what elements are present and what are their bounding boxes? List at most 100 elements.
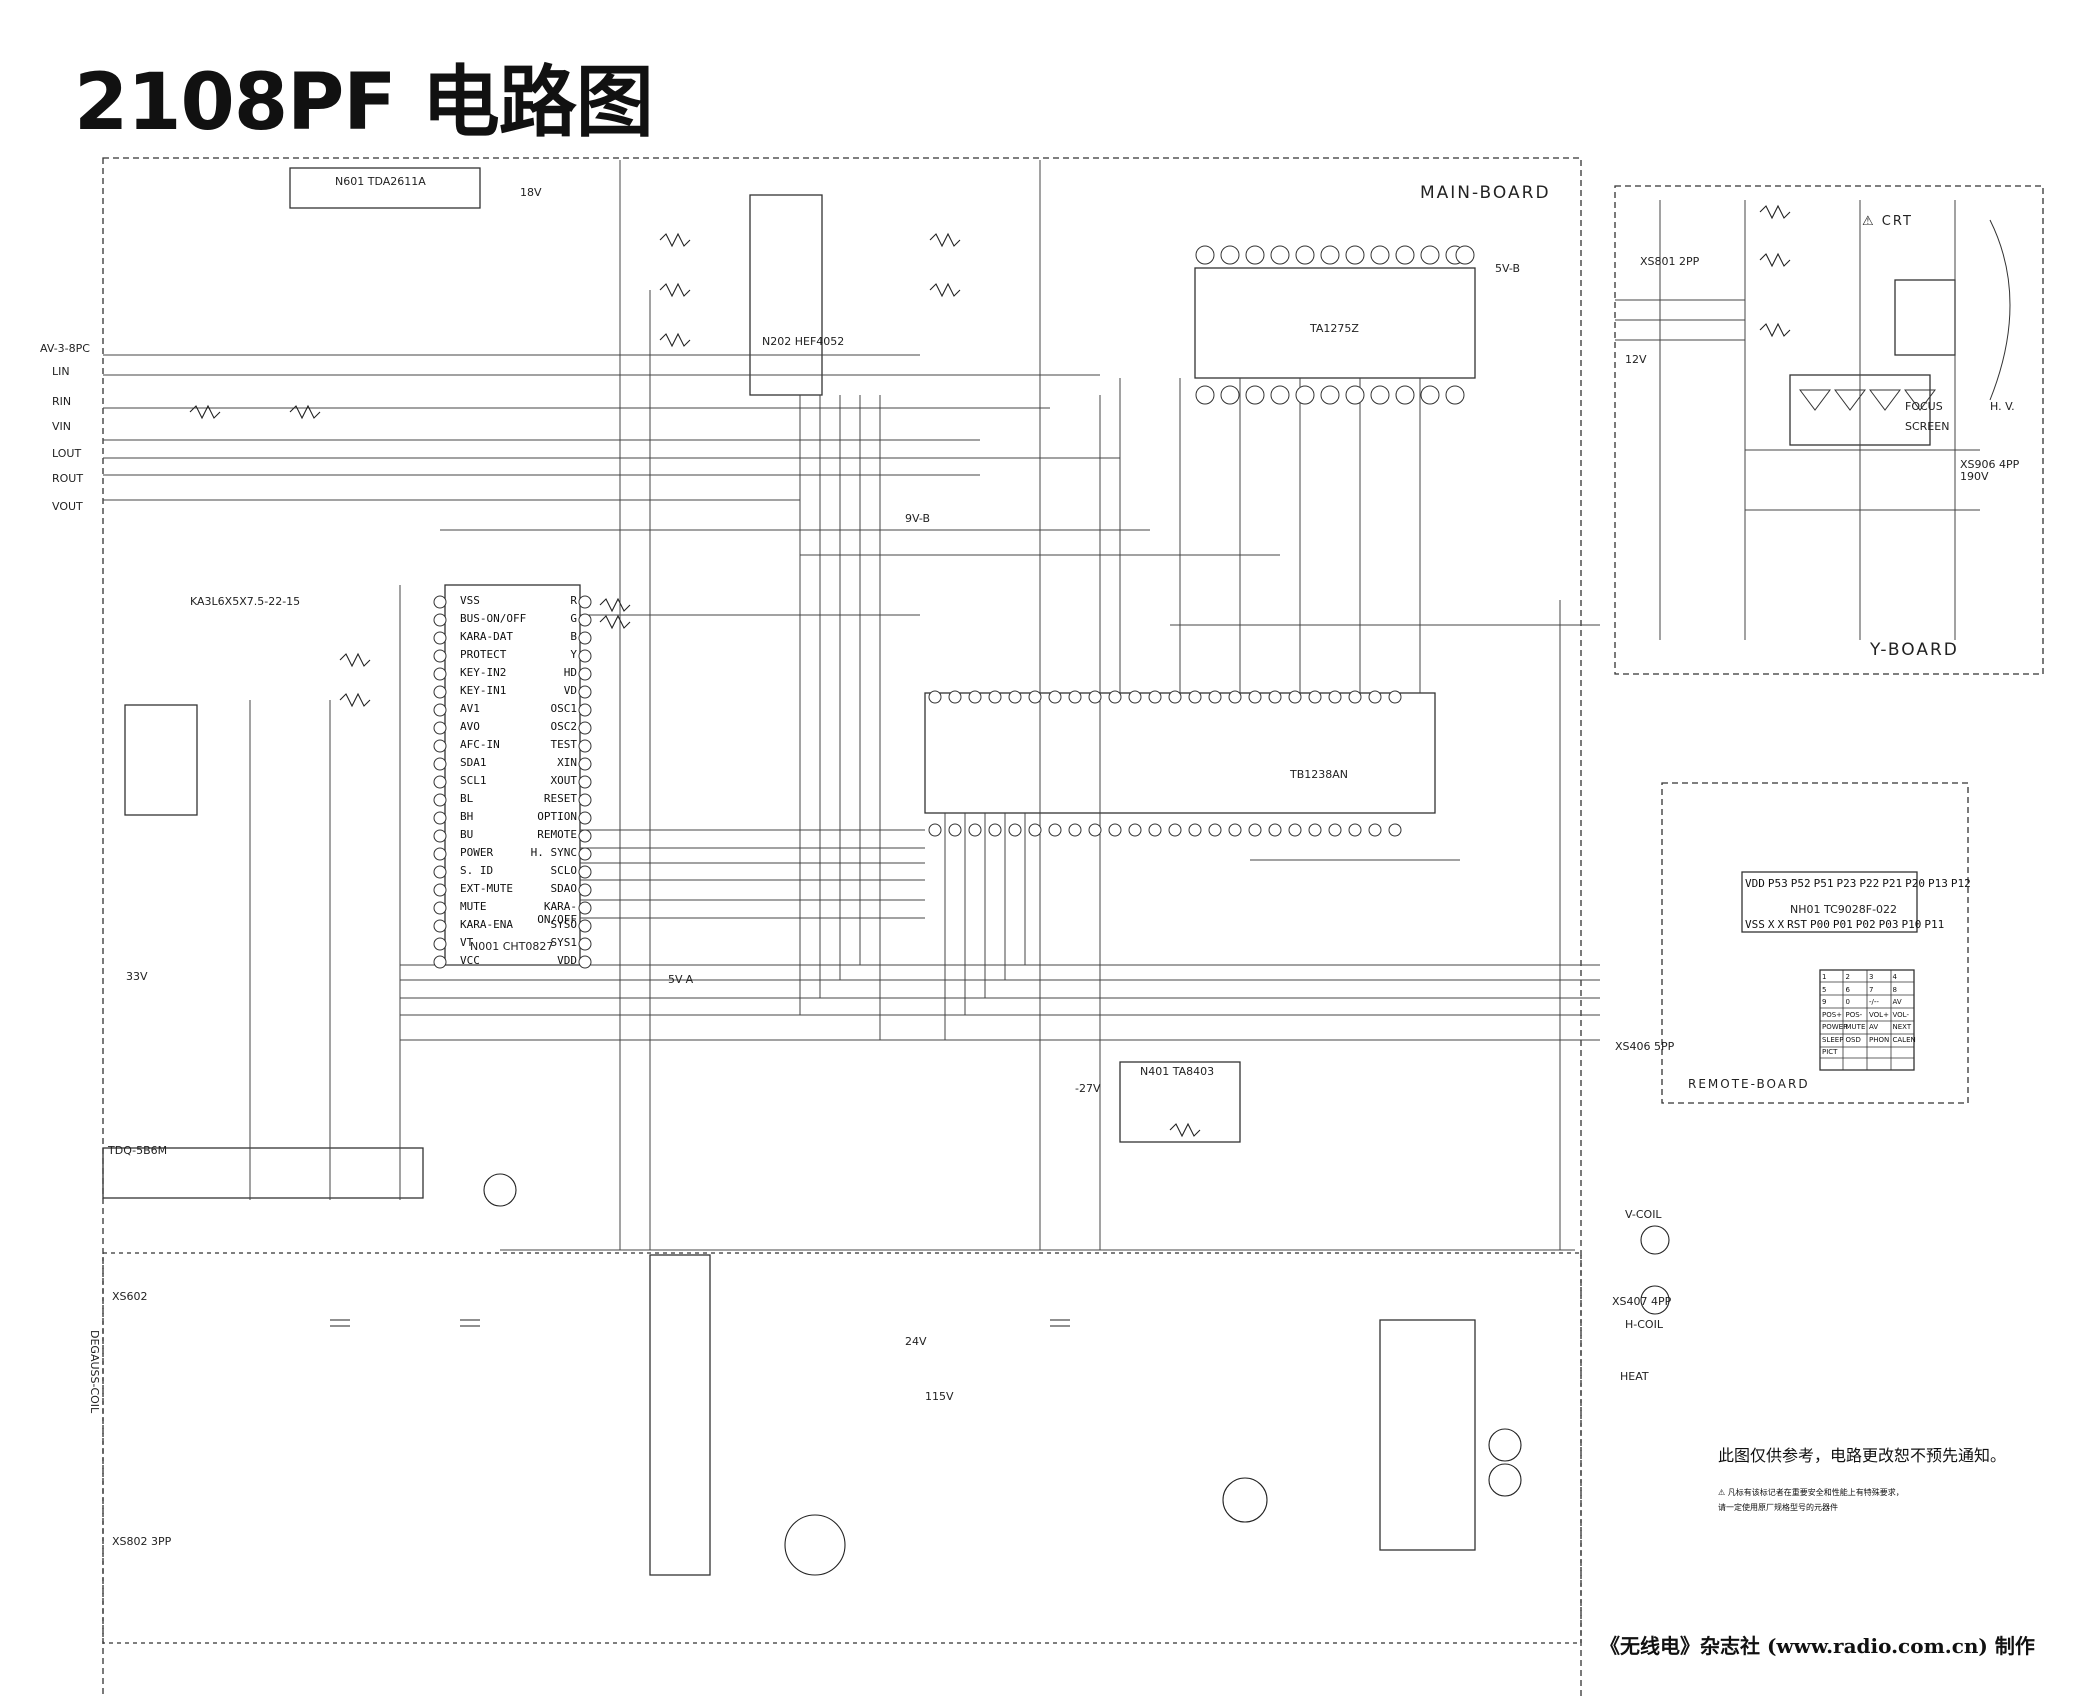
tuner-block xyxy=(102,1147,424,1199)
cpu-pin-protect: PROTECT xyxy=(460,648,507,661)
cpu-pin-sdao: SDAO xyxy=(550,882,578,895)
remote-pin: P13 xyxy=(1928,877,1948,890)
cpu-pin-hsync: H. SYNC xyxy=(530,846,577,859)
cpu-pin-bl: BL xyxy=(460,792,474,805)
rail-24v: 24V xyxy=(905,1335,927,1348)
remote-pin: P21 xyxy=(1882,877,1903,890)
cpu-pin-vcc: VCC xyxy=(460,954,480,967)
cpu-pin-kara-dat: KARA-DAT xyxy=(460,630,513,643)
av-connector-label: AV-3-8PC xyxy=(40,342,90,355)
ta1275-label: TA1275Z xyxy=(1310,322,1359,335)
y-board-label: Y-BOARD xyxy=(1870,640,1959,660)
rail-12v: 12V xyxy=(1625,353,1647,366)
cpu-pin-kara-ena: KARA-ENA xyxy=(460,918,513,931)
main-board-label: MAIN-BOARD xyxy=(1420,183,1551,203)
remote-key: 3 xyxy=(1869,973,1874,981)
ta1275-ic xyxy=(1194,267,1476,379)
power-supply-region xyxy=(102,1252,1582,1644)
cpu-pin-afc: AFC-IN xyxy=(460,738,500,751)
cpu-pin-sid: S. ID xyxy=(460,864,494,877)
remote-key: POS- xyxy=(1845,1010,1863,1019)
remote-key: 8 xyxy=(1892,985,1897,994)
cpu-pin-xin: XIN xyxy=(557,756,577,769)
remote-pin: X xyxy=(1767,918,1775,931)
remote-pin: P11 xyxy=(1924,918,1945,931)
remote-key: AV xyxy=(1892,998,1902,1006)
cpu-pin-osc1: OSC1 xyxy=(550,702,578,715)
remote-key-labels: 1 2 3 4 5 6 7 8 9 0 -/-- AV POS+ POS- VO… xyxy=(1822,971,1916,1059)
cpu-pin-key2: KEY-IN2 xyxy=(460,666,507,679)
rail-115v: 115V xyxy=(925,1390,954,1403)
remote-key: PICT xyxy=(1822,1048,1838,1056)
hv-label: H. V. xyxy=(1990,400,2015,413)
remote-key: VOL+ xyxy=(1869,1010,1889,1019)
remote-key: SLEEP xyxy=(1822,1035,1844,1044)
cpu-pin-kara-onoff: KARA-ON/OFF xyxy=(537,900,577,926)
tb1238-ic xyxy=(924,692,1436,814)
remote-pin: RST xyxy=(1787,918,1807,931)
remote-ic-label: NH01 TC9028F-022 xyxy=(1790,903,1898,916)
rail-9v-b: 9V-B xyxy=(905,512,931,525)
remote-key: 4 xyxy=(1892,973,1897,981)
vin-label: VIN xyxy=(52,420,71,433)
remote-pin: P03 xyxy=(1878,918,1899,931)
remote-board-label: REMOTE-BOARD xyxy=(1688,1077,1810,1091)
cpu-pin-g: G xyxy=(570,612,577,625)
safety-warning-line1: ⚠ 凡标有该标记者在重要安全和性能上有特殊要求， xyxy=(1718,1488,1904,1497)
cpu-pin-bus: BUS-ON/OFF xyxy=(460,612,527,625)
keys-label: KA3L6X5X7.5-22-15 xyxy=(190,595,301,608)
xs801-label: XS801 2PP xyxy=(1640,255,1700,268)
remote-pin: P52 xyxy=(1790,877,1811,890)
remote-pin: P02 xyxy=(1855,918,1876,931)
flyback-transformer xyxy=(1379,1319,1476,1551)
tuner-label: TDQ-5B6M xyxy=(108,1144,168,1157)
cpu-pin-r: R xyxy=(570,594,577,607)
remote-key: 5 xyxy=(1822,985,1827,994)
xs407-label: XS407 4PP xyxy=(1612,1295,1672,1308)
remote-pin: P01 xyxy=(1832,918,1853,931)
n401-label: N401 TA8403 xyxy=(1140,1065,1215,1078)
cpu-pin-sda1: SDA1 xyxy=(460,756,487,769)
cpu-pin-syso: SYSO xyxy=(550,918,578,931)
rail-18v: 18V xyxy=(520,186,542,199)
rout-label: ROUT xyxy=(52,472,84,485)
cpu-pin-bh: BH xyxy=(460,810,474,823)
cpu-pin-vdd: VDD xyxy=(557,954,577,967)
remote-key: CALEN xyxy=(1892,1035,1916,1044)
remote-pin: P23 xyxy=(1836,877,1857,890)
remote-key: POS+ xyxy=(1822,1010,1843,1019)
cpu-pin-b: B xyxy=(570,630,577,643)
remote-pin: VDD xyxy=(1745,877,1765,890)
xs906-label: XS906 4PP xyxy=(1960,458,2020,471)
rail-190v: 190V xyxy=(1960,470,1989,483)
eeprom-ic xyxy=(124,704,198,816)
n601-ic xyxy=(289,167,481,209)
n202-ic xyxy=(749,194,823,396)
page-title: 2108PF 电路图 xyxy=(74,58,654,148)
y-board-outline xyxy=(1614,185,2044,675)
remote-board-outline xyxy=(1661,782,1969,1104)
remote-key: 2 xyxy=(1845,973,1850,981)
remote-ic-bottom-pins: VSS X X RST P00 P01 P02 P03 P10 P11 xyxy=(1745,918,1944,931)
heat-label: HEAT xyxy=(1620,1370,1649,1383)
cpu-pin-scl1: SCL1 xyxy=(460,774,487,787)
cpu-pin-option: OPTION xyxy=(537,810,577,823)
remote-ic-top-pins: VDD P53 P52 P51 P23 P22 P21 P20 P13 P12 xyxy=(1745,877,1971,890)
remote-pin: P22 xyxy=(1859,877,1880,890)
rail-5v-a: 5V-A xyxy=(668,973,694,986)
reference-note: 此图仅供参考，电路更改恕不预先通知。 xyxy=(1718,1446,2007,1465)
cpu-left-pin-list: VSS BUS-ON/OFF KARA-DAT PROTECT KEY-IN2 … xyxy=(460,594,530,972)
cpu-pin-vt: VT xyxy=(460,936,474,949)
n202-label: N202 HEF4052 xyxy=(762,335,845,348)
remote-key: VOL- xyxy=(1892,1010,1909,1019)
remote-pin: P12 xyxy=(1950,877,1971,890)
remote-key: MUTE xyxy=(1845,1023,1866,1031)
remote-key: 0 xyxy=(1845,998,1850,1006)
cpu-pin-y: Y xyxy=(570,648,577,661)
cpu-pin-hd: HD xyxy=(563,666,577,679)
remote-pin: P10 xyxy=(1901,918,1922,931)
cpu-pin-test: TEST xyxy=(550,738,578,751)
cpu-pin-key1: KEY-IN1 xyxy=(460,684,507,697)
remote-pin: P00 xyxy=(1810,918,1830,931)
